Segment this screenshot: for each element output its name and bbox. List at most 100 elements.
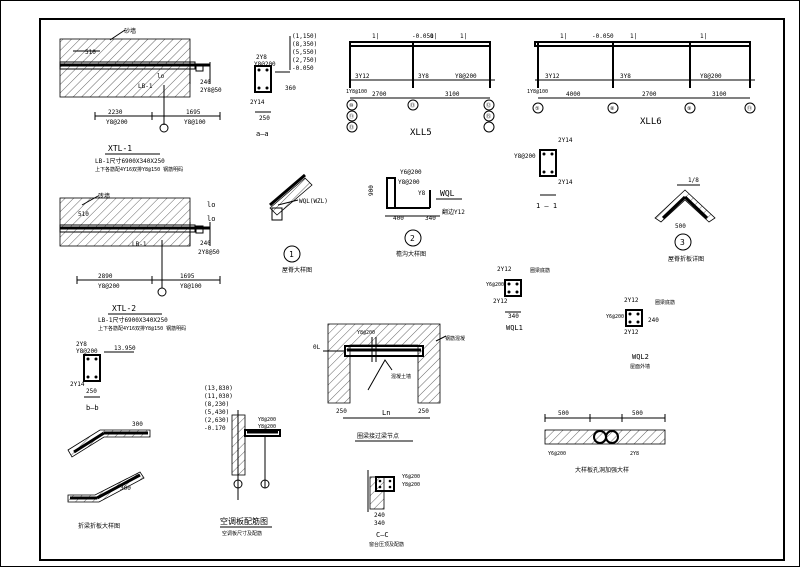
xtl1-wall-label: 砂墙 xyxy=(124,27,136,35)
wql2-dim: 240 xyxy=(648,317,659,324)
wql1-note: 圈梁底筋 xyxy=(530,267,550,274)
wql1-dim-bottom: 2Y12 xyxy=(493,298,508,305)
detail-2-gutter: Y6@200 Y8@200 Y8 WQL 900 400 340 翻边Y12 2… xyxy=(368,169,465,258)
detail-1-slab xyxy=(269,177,313,216)
xll5-beam: 1| 1| 1| -0.050 3Y12 3Y8 Y8@200 1Y8@100 … xyxy=(346,33,495,138)
xll6-axis-4: ⑪ xyxy=(747,105,752,112)
detail-3-caption: 屋脊折板详图 xyxy=(668,255,704,263)
lintel-walls xyxy=(327,323,441,404)
section-cc-dim-2: 340 xyxy=(374,520,385,527)
xll5-axis-4: ⑬ xyxy=(410,102,415,109)
xll5-level: -0.050 xyxy=(412,33,434,40)
section-11-box xyxy=(539,149,557,177)
xll5-axis-6: ⑮ xyxy=(486,113,491,120)
detail-2-note: 翻边Y12 xyxy=(442,208,465,216)
lintel-bar: Y8@200 xyxy=(357,330,375,336)
detail-2-bar-3: Y8 xyxy=(418,190,426,197)
ac-bar-1: Y8@200 xyxy=(258,417,276,423)
section-bb-side: 2Y14 xyxy=(70,381,85,388)
wql2-box xyxy=(625,309,643,327)
svg-text:lo: lo xyxy=(207,201,215,209)
detail-2-wall xyxy=(386,177,396,209)
svg-text:360: 360 xyxy=(285,85,296,92)
ac-level-1: (13,830) xyxy=(204,385,233,392)
xll6-bar: 1Y8@100 xyxy=(527,89,548,95)
xtl2-wall-label: 砖墙 xyxy=(98,192,110,200)
xtl2-detail: 砖墙 510 lo lo LB-1 240 2Y8@50 2890 Y8@200… xyxy=(59,192,221,332)
svg-text:1|: 1| xyxy=(560,33,567,40)
wql1-dim: 340 xyxy=(508,313,519,320)
xtl2-dim-a: 2890 xyxy=(98,273,113,280)
ac-level-5: (2,630) xyxy=(204,417,229,424)
opening-bar-2: 2Y8 xyxy=(630,451,639,457)
section-aa-label: a—a xyxy=(256,130,269,138)
xtl1-detail: 砂墙 510 LB-1 lo 240 2Y8@50 2230 Y8@200 16… xyxy=(59,27,222,173)
section-aa-level-1: (1,150) xyxy=(292,33,317,40)
section-cc-label: C—C xyxy=(376,531,389,539)
xll6-beam: 1| 1| 1| -0.050 3Y12 3Y8 Y8@200 1Y8@100 … xyxy=(527,33,756,127)
wql1-box xyxy=(504,279,522,297)
detail-2-bar-1: Y6@200 xyxy=(400,169,422,176)
xtl1-wall xyxy=(59,38,191,98)
wql2-bar: Y6@200 xyxy=(606,314,624,320)
xtl1-bar-a: Y8@200 xyxy=(106,119,128,126)
ac-sub: 空调板尺寸及配筋 xyxy=(222,530,262,537)
section-cc-sub: 窗台压顶及配筋 xyxy=(369,541,404,548)
section-bb-box xyxy=(83,354,101,382)
svg-text:1|: 1| xyxy=(430,33,437,40)
section-aa-bottom-dim: 250 xyxy=(259,115,270,122)
wql2-label: WQL2 xyxy=(632,353,649,361)
section-bb-mid: Y8@200 xyxy=(76,348,98,355)
opening-caption: 大样板孔洞加强大样 xyxy=(575,466,629,474)
xll6-level: -0.050 xyxy=(592,33,614,40)
lintel-d1: 250 xyxy=(336,408,347,415)
section-bb: 2Y8 Y8@200 13.950 2Y14 250 b—b xyxy=(70,341,136,412)
detail-1-callout xyxy=(283,245,301,263)
section-bb-top: 2Y8 xyxy=(76,341,87,348)
xtl1-ref-240: 240 xyxy=(200,79,211,86)
detail-1-code: WQL(WZL) xyxy=(299,198,328,205)
wql1-bar: Y6@200 xyxy=(486,282,504,288)
svg-text:lo: lo xyxy=(207,215,215,223)
xll5-axis-3: ⑬ xyxy=(349,124,354,131)
section-aa-level-2: (8,350) xyxy=(292,41,317,48)
detail-1-caption: 屋脊大样图 xyxy=(282,266,312,274)
svg-text:lo: lo xyxy=(157,73,165,80)
wql2-dim-bottom: 2Y12 xyxy=(624,329,639,336)
svg-text:1|: 1| xyxy=(630,33,637,40)
stair-fold-upper xyxy=(67,429,151,458)
xtl2-dim-b: 1695 xyxy=(180,273,195,280)
xll5-beam-top xyxy=(349,41,491,47)
ac-plate-slab xyxy=(244,429,281,437)
ac-level-6: -0.170 xyxy=(204,425,226,432)
xll5-axis-2: ⑪ xyxy=(349,113,354,120)
xll5-bar: 1Y8@100 xyxy=(346,89,367,95)
xtl2-ref-240: 240 xyxy=(200,240,211,247)
detail-2-callout xyxy=(404,229,422,247)
section-aa-top: 2Y8 xyxy=(256,54,267,61)
xtl2-ref-bar: 2Y8@50 xyxy=(198,249,220,256)
xll6-marker-1: 3Y12 xyxy=(545,73,560,80)
wql2-dim-top: 2Y12 xyxy=(624,297,639,304)
ac-level-3: (8,230) xyxy=(204,401,229,408)
detail-2-dim-b: 340 xyxy=(425,215,436,222)
xtl1-title: XTL-1 xyxy=(108,144,132,153)
section-aa-level-3: (5,550) xyxy=(292,49,317,56)
section-11: 2Y14 Y8@200 2Y14 1 — 1 xyxy=(514,137,573,210)
lintel-side: 钢筋混凝 xyxy=(445,335,465,342)
xtl1-ref-bar: 2Y8@50 xyxy=(200,87,222,94)
detail-3-num: 3 xyxy=(680,238,685,247)
section-11-label: 1 — 1 xyxy=(536,202,557,210)
lintel-span: Ln xyxy=(382,409,390,417)
xtl2-bar-a: Y8@200 xyxy=(98,283,120,290)
ac-plate-detail: (13,830) (11,030) (8,230) (5,430) (2,630… xyxy=(204,385,281,537)
section-cc-bar-1: Y6@200 xyxy=(402,474,420,480)
section-aa-box xyxy=(254,65,272,93)
svg-text:0L: 0L xyxy=(313,344,321,351)
xtl2-dim-left: 510 xyxy=(78,211,89,218)
section-cc: Y6@200 Y8@200 240 340 C—C 窗台压顶及配筋 xyxy=(367,470,420,548)
wql2-sub: 屋面外墙 xyxy=(630,363,650,370)
xtl1-note: 上下各筋配4Y16双排Y8@150 钢筋明码 xyxy=(95,166,183,173)
stair-fold-caption: 折梁折板大样图 xyxy=(78,522,120,530)
